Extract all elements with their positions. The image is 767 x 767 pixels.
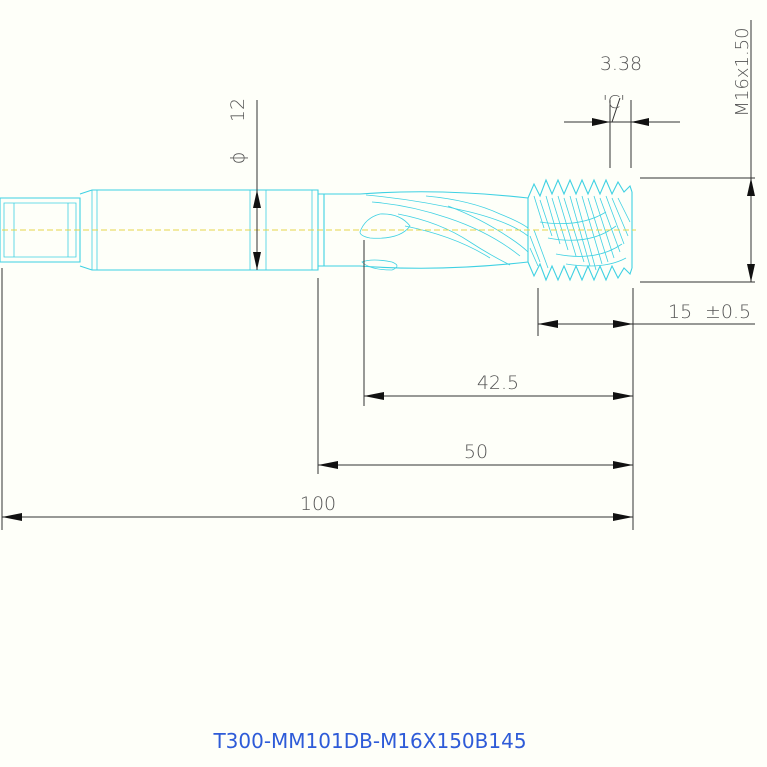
thread-tolerance-label: ±0.5 <box>705 301 751 323</box>
thread-size-label: M16x1.50 <box>732 27 753 116</box>
chip-length-label: 42.5 <box>477 372 519 394</box>
square-drive <box>0 197 81 263</box>
thread-length-label: 15 <box>668 301 692 323</box>
flute-length-label: 50 <box>464 441 488 463</box>
chamfer-label: 'C' <box>603 92 625 113</box>
part-code-label: T300-MM101DB-M16X150B145 <box>212 729 526 753</box>
dimension-lines <box>1 20 755 530</box>
overall-length-label: 100 <box>300 493 336 515</box>
chamfer-length-label: 3.38 <box>600 53 642 75</box>
shank-diameter-symbol: ϕ <box>227 152 249 165</box>
shank-diameter-label: 12 <box>227 98 249 122</box>
